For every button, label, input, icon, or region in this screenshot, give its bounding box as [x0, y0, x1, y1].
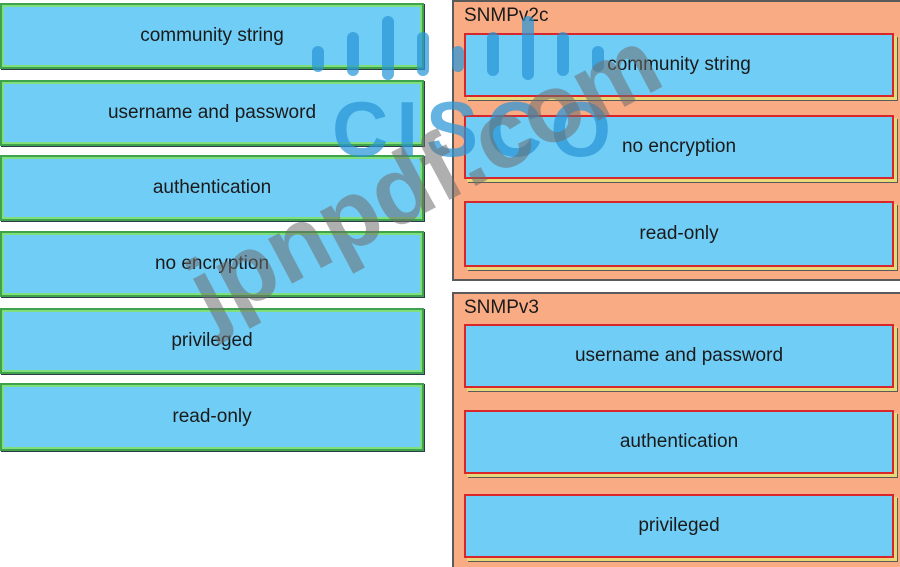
drop-item-label: authentication [619, 431, 739, 452]
drop-item-no-encryption[interactable]: no encryption [464, 115, 894, 179]
source-list: community string username and password a… [0, 0, 428, 567]
source-item-no-encryption[interactable]: no encryption [0, 231, 424, 297]
drop-item-label: privileged [638, 515, 720, 536]
source-item-authentication[interactable]: authentication [0, 155, 424, 221]
source-item-privileged[interactable]: privileged [0, 308, 424, 374]
drop-item-community-string[interactable]: community string [464, 33, 894, 97]
drop-item-username-password[interactable]: username and password [464, 324, 894, 388]
drop-item-label: community string [607, 54, 751, 75]
source-item-community-string[interactable]: community string [0, 3, 424, 69]
source-item-label: username and password [107, 102, 317, 123]
panel-title: SNMPv2c [464, 5, 549, 26]
panel-title: SNMPv3 [464, 297, 539, 318]
drop-item-label: username and password [574, 345, 784, 366]
target-panel-snmpv2c[interactable]: SNMPv2c community string no encryption r… [452, 0, 900, 281]
drop-item-read-only[interactable]: read-only [464, 201, 894, 267]
source-item-read-only[interactable]: read-only [0, 383, 424, 451]
source-item-label: community string [140, 25, 284, 46]
source-item-username-password[interactable]: username and password [0, 80, 424, 146]
target-panel-snmpv3[interactable]: SNMPv3 username and password authenticat… [452, 292, 900, 567]
source-item-label: no encryption [154, 253, 270, 274]
source-item-label: read-only [172, 406, 252, 427]
drop-item-label: read-only [639, 223, 719, 244]
source-item-label: privileged [171, 330, 253, 351]
drop-item-privileged[interactable]: privileged [464, 494, 894, 558]
drop-item-authentication[interactable]: authentication [464, 410, 894, 474]
drop-item-label: no encryption [621, 136, 737, 157]
source-item-label: authentication [152, 177, 272, 198]
